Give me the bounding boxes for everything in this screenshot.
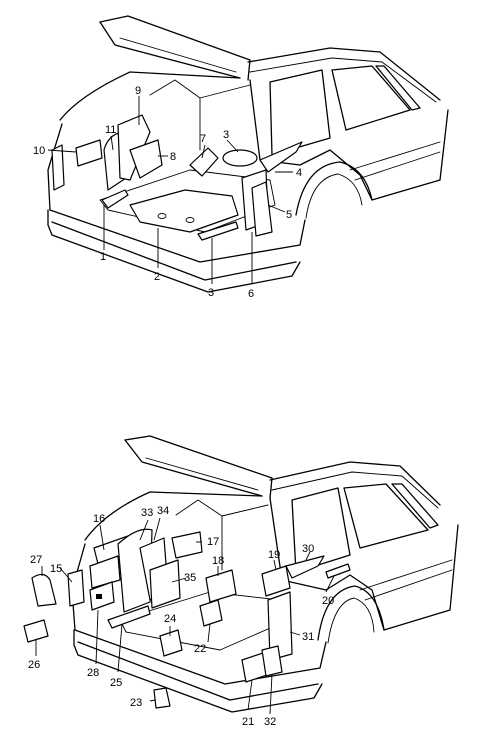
part-4 <box>259 141 303 173</box>
callout-17: 17 <box>207 536 219 548</box>
callout-9: 9 <box>135 85 141 97</box>
callout-3-lower: 3 <box>208 287 214 299</box>
part-15 <box>67 569 85 607</box>
bottom-callouts: 15 16 17 18 19 20 21 22 23 24 25 26 27 2… <box>28 505 334 728</box>
part-2 <box>129 189 239 233</box>
callout-7: 7 <box>200 133 206 145</box>
part-32 <box>261 645 283 677</box>
part-27 <box>31 573 57 607</box>
top-callouts: 1 2 3 3 4 5 6 7 8 9 10 11 <box>33 85 302 300</box>
top-parts <box>75 114 303 241</box>
callout-1: 1 <box>100 251 106 263</box>
callout-5: 5 <box>286 209 292 221</box>
callout-26: 26 <box>28 659 40 671</box>
part-35 <box>149 559 181 609</box>
top-car-illustration <box>47 15 449 293</box>
callout-3-upper: 3 <box>223 129 229 141</box>
part-20 <box>325 563 351 579</box>
callout-21: 21 <box>242 716 254 728</box>
callout-15: 15 <box>50 563 62 575</box>
callout-30: 30 <box>302 543 314 555</box>
part-6 <box>251 181 273 237</box>
callout-33: 33 <box>141 507 153 519</box>
callout-8: 8 <box>170 151 176 163</box>
part-8 <box>129 139 163 179</box>
part-24 <box>159 629 183 657</box>
callout-32: 32 <box>264 716 276 728</box>
callout-20: 20 <box>322 595 334 607</box>
part-22 <box>199 599 223 627</box>
callout-16: 16 <box>93 513 105 525</box>
callout-34: 34 <box>157 505 169 517</box>
part-18 <box>205 569 237 603</box>
part-26 <box>23 619 49 643</box>
callout-4: 4 <box>296 167 302 179</box>
callout-24: 24 <box>164 613 176 625</box>
callout-11: 11 <box>105 124 116 136</box>
part-30 <box>285 555 325 579</box>
part-3-well <box>222 149 258 167</box>
callout-2: 2 <box>154 271 160 283</box>
callout-23: 23 <box>130 697 142 709</box>
callout-35: 35 <box>184 572 196 584</box>
part-28-a <box>89 555 121 589</box>
callout-31: 31 <box>302 631 314 643</box>
part-19 <box>261 565 291 597</box>
part-23 <box>153 687 171 709</box>
bottom-parts <box>23 528 351 709</box>
part-10 <box>75 139 103 167</box>
callout-28: 28 <box>87 667 99 679</box>
callout-10: 10 <box>33 145 45 157</box>
part-7 <box>189 147 219 177</box>
callout-18: 18 <box>212 555 224 567</box>
bottom-leaders <box>35 517 335 715</box>
callout-19: 19 <box>268 549 280 561</box>
part-1 <box>101 189 129 209</box>
callout-27: 27 <box>30 554 42 566</box>
callout-6: 6 <box>248 288 254 300</box>
part-3-floor <box>197 221 239 241</box>
part-31 <box>267 591 293 661</box>
top-leaders <box>47 96 293 284</box>
part-17 <box>171 531 203 559</box>
part-25 <box>107 605 151 629</box>
callout-25: 25 <box>110 677 122 689</box>
callout-22: 22 <box>194 643 206 655</box>
